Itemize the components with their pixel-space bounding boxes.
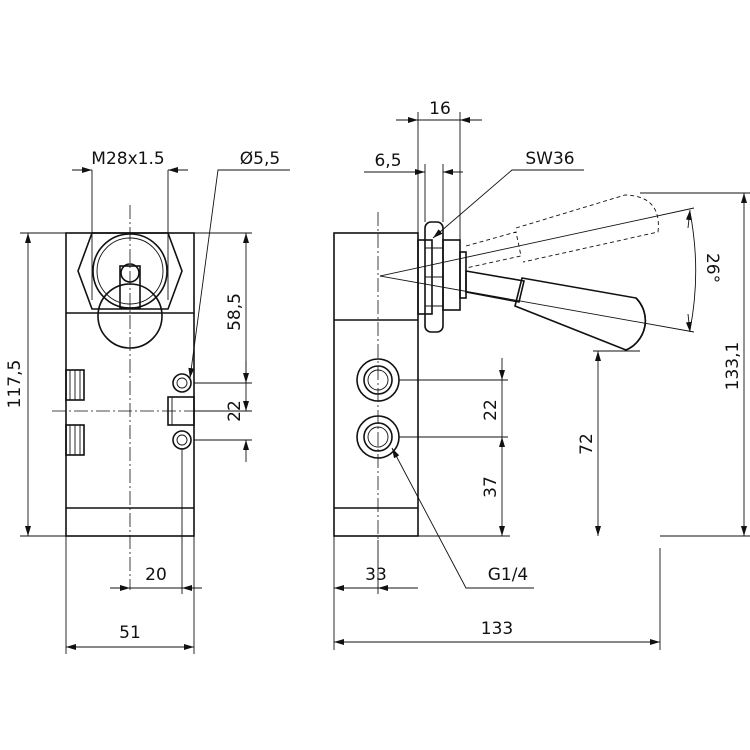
dim-width-51: 51 [119,623,141,643]
dim-nut-offset: 6,5 [374,151,401,171]
dim-wrench-size: SW36 [525,149,574,169]
dim-hole-diameter: Ø5,5 [240,149,280,169]
dim-thread: M28x1.5 [91,149,164,169]
dim-port-pitch-front: 22 [225,400,245,422]
dim-nut-width: 16 [429,99,451,119]
dim-port-pitch-side: 22 [481,399,501,421]
front-mount-hole-top [172,373,192,393]
dim-port-offset: 33 [365,565,387,585]
lever-axis-solid [379,275,695,333]
side-lever-alt-position [465,194,659,269]
dim-lever-angle: 26° [702,253,722,283]
side-view [333,194,695,540]
dim-port-thread: G1/4 [488,565,529,585]
dim-lever-pivot-height: 72 [577,433,597,455]
side-hex-nut [417,221,467,333]
dim-port-height: 37 [481,476,501,498]
side-dimensions: 16 6,5 SW36 26° 133,1 72 [333,99,750,650]
front-left-fittings [65,369,85,456]
dim-height-upper: 58,5 [225,293,245,331]
side-body-outline [333,232,419,537]
lever-axis-alt [379,207,695,277]
dim-length-133: 133 [481,619,513,639]
dim-lever-height: 133,1 [723,342,743,391]
dim-offset-20: 20 [145,565,167,585]
dim-height-total: 117,5 [5,360,25,409]
front-mount-hole-bottom [172,430,192,450]
side-lever [465,270,647,351]
front-dimensions: M28x1.5 Ø5,5 117,5 58,5 22 20 [5,149,290,654]
front-view [52,205,208,590]
